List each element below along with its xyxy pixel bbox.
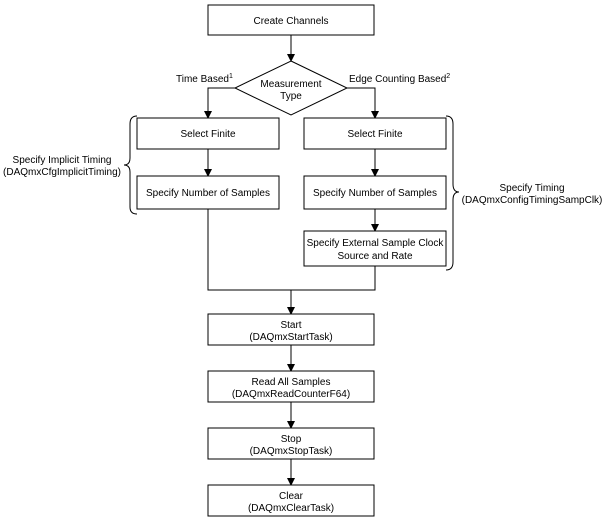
right-external-clock-box: Specify External Sample Clock Source and… — [303, 230, 447, 267]
read-samples-box: Read All Samples (DAQmxReadCounterF64) — [207, 370, 375, 403]
clear-label-line2: (DAQmxClearTask) — [248, 503, 334, 514]
create-channels-label: Create Channels — [253, 16, 328, 27]
left-select-finite-label: Select Finite — [180, 129, 235, 140]
implicit-timing-label-line1: Specify Implicit Timing — [13, 155, 112, 166]
right-specify-samples-label: Specify Number of Samples — [313, 188, 437, 199]
stop-label-line1: Stop — [281, 434, 302, 445]
timing-label-line1: Specify Timing — [499, 183, 564, 194]
external-clock-label-line1: Specify External Sample Clock — [307, 238, 445, 249]
left-specify-samples-label: Specify Number of Samples — [146, 188, 270, 199]
start-label-line2: (DAQmxStartTask) — [249, 332, 332, 343]
branch-right-label: Edge Counting Based2 — [349, 73, 450, 85]
measurement-type-decision: Measurement Type — [233, 60, 349, 116]
decision-label-line2: Type — [280, 91, 302, 102]
timing-label-line2: (DAQmxConfigTimingSampClk) — [462, 195, 603, 206]
external-clock-label-line2: Source and Rate — [337, 251, 412, 262]
branch-left-label: Time Based1 — [176, 73, 233, 85]
read-label-line1: Read All Samples — [252, 377, 331, 388]
left-select-finite-box: Select Finite — [136, 117, 280, 150]
right-specify-samples-box: Specify Number of Samples — [303, 175, 447, 210]
decision-label-line1: Measurement — [260, 79, 321, 90]
right-select-finite-box: Select Finite — [303, 117, 447, 150]
implicit-timing-label-line2: (DAQmxCfgImplicitTiming) — [3, 167, 121, 178]
start-label-line1: Start — [280, 320, 301, 331]
implicit-timing-brace — [123, 115, 138, 215]
clear-label-line1: Clear — [279, 491, 304, 502]
branch-left-connector — [204, 87, 235, 119]
start-box: Start (DAQmxStartTask) — [207, 313, 375, 346]
timing-brace — [445, 115, 460, 271]
stop-box: Stop (DAQmxStopTask) — [207, 427, 375, 460]
right-select-finite-label: Select Finite — [347, 129, 402, 140]
left-specify-samples-box: Specify Number of Samples — [136, 175, 280, 210]
clear-box: Clear (DAQmxClearTask) — [207, 484, 375, 517]
stop-label-line2: (DAQmxStopTask) — [250, 446, 333, 457]
read-label-line2: (DAQmxReadCounterF64) — [232, 389, 350, 400]
branch-right-connector — [347, 87, 379, 119]
create-channels-box: Create Channels — [207, 4, 375, 36]
